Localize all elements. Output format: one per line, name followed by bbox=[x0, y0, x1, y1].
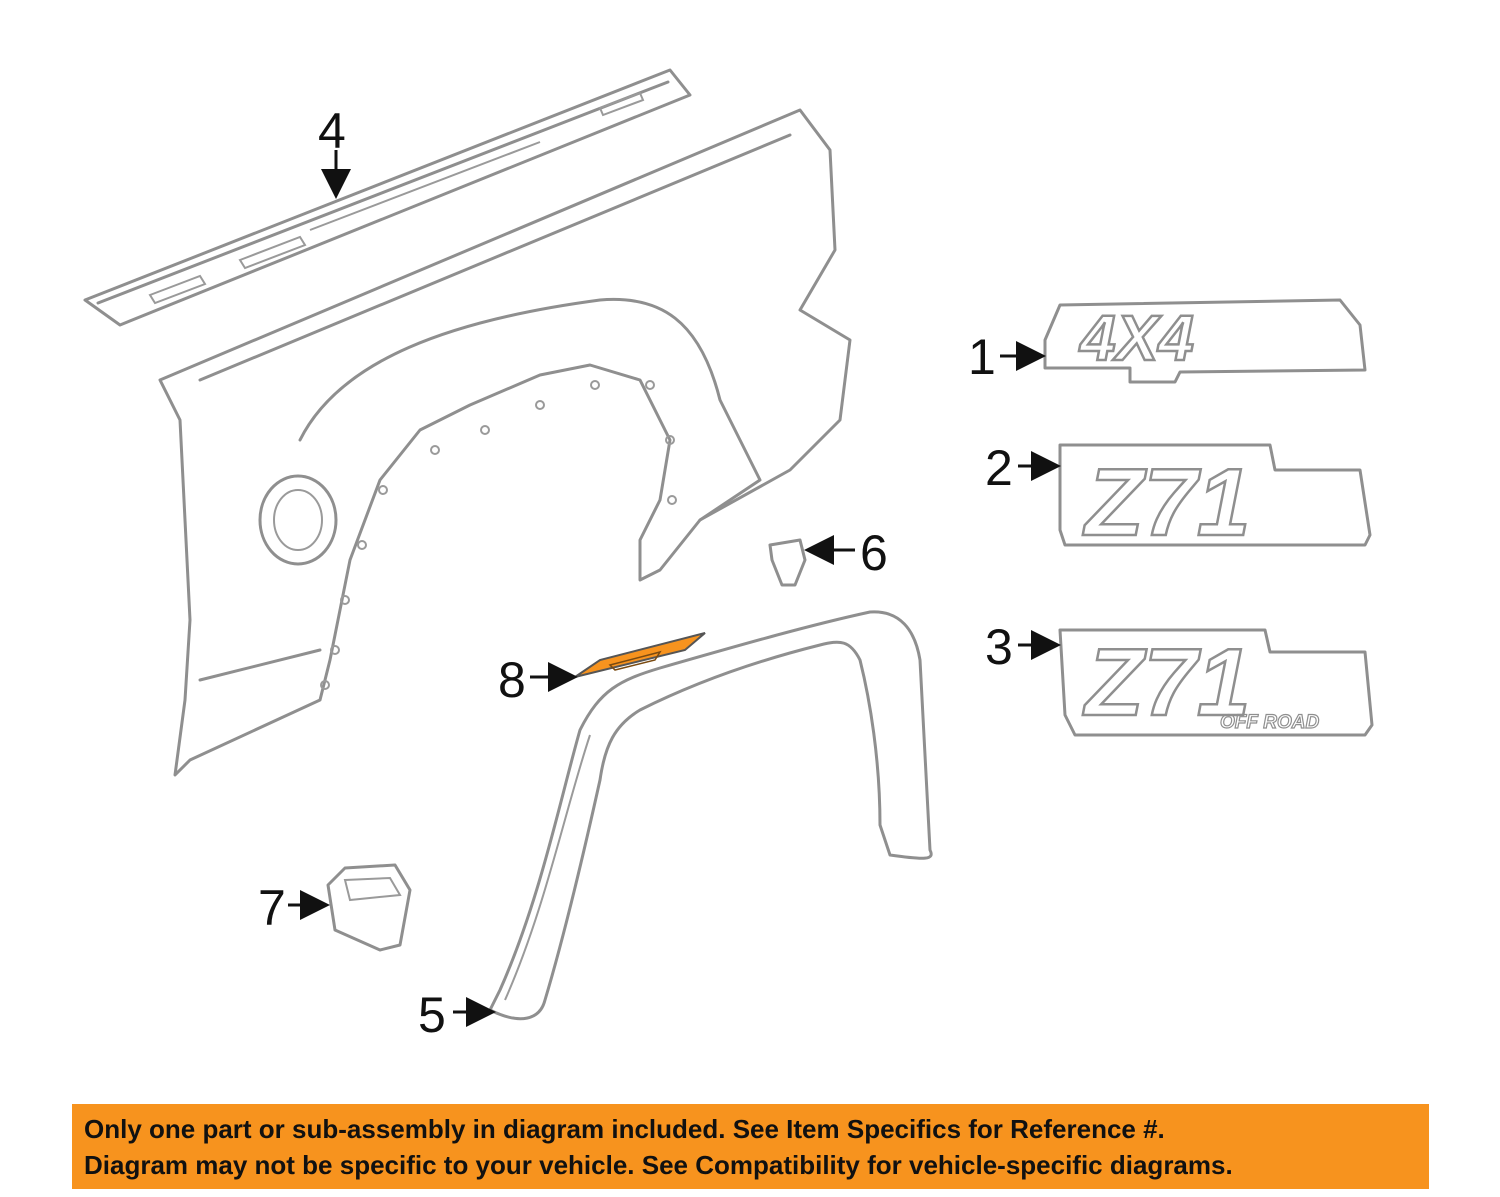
callout-4: 4 bbox=[318, 103, 346, 159]
emblem-z71-offroad-text: Z71 bbox=[1082, 629, 1250, 736]
emblem-4x4-text: 4X4 bbox=[1078, 302, 1194, 374]
callout-2: 2 bbox=[985, 440, 1013, 496]
callout-5: 5 bbox=[418, 987, 446, 1043]
emblem-z71-offroad-part: Z71 OFF ROAD bbox=[1058, 628, 1374, 737]
callout-arrows bbox=[288, 150, 1061, 1027]
bed-side-panel bbox=[158, 108, 852, 777]
callout-1: 1 bbox=[968, 329, 996, 385]
callout-6: 6 bbox=[860, 525, 888, 581]
bed-rail-cap-part bbox=[83, 68, 692, 327]
callout-numbers: 4 1 2 3 6 8 7 5 bbox=[258, 103, 1013, 1043]
emblem-plate-part-highlighted bbox=[574, 632, 706, 678]
emblem-offroad-text: OFF ROAD bbox=[1220, 712, 1319, 733]
disclaimer-line-2: Diagram may not be specific to your vehi… bbox=[84, 1149, 1233, 1180]
callout-8: 8 bbox=[498, 652, 526, 708]
callout-7: 7 bbox=[258, 880, 286, 936]
clip-part-6 bbox=[768, 538, 807, 587]
cover-part-7 bbox=[326, 863, 412, 952]
wheel-flare-part bbox=[488, 610, 933, 1021]
callout-3: 3 bbox=[985, 619, 1013, 675]
disclaimer-line-1: Only one part or sub-assembly in diagram… bbox=[84, 1113, 1165, 1144]
emblem-z71-text: Z71 bbox=[1082, 449, 1250, 556]
disclaimer-banner: Only one part or sub-assembly in diagram… bbox=[72, 1104, 1429, 1189]
emblem-4x4-part: 4X4 bbox=[1043, 298, 1367, 384]
emblem-z71-part: Z71 bbox=[1058, 443, 1372, 557]
